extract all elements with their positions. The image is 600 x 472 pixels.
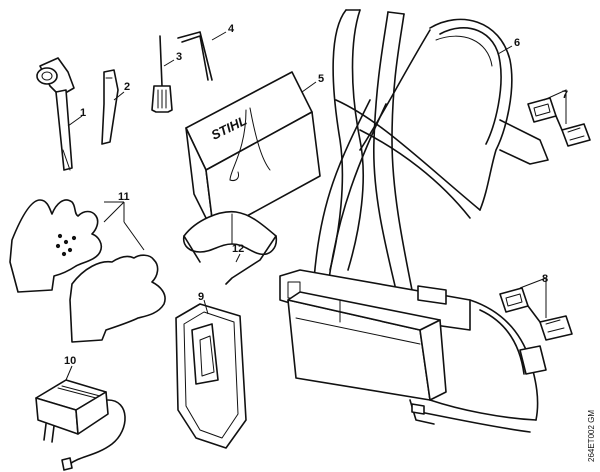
- leader-line-10: [65, 365, 73, 381]
- leader-line-11: [103, 201, 145, 251]
- gloves-part: [9, 199, 166, 343]
- callout-7: 7: [562, 89, 568, 101]
- tool-bag-part: STIHL: [185, 71, 321, 235]
- leader-line-7: [543, 89, 567, 124]
- screwdriver-part: [151, 35, 173, 113]
- callout-10: 10: [64, 355, 76, 367]
- leader-line-12: [235, 253, 241, 263]
- safety-glasses-part: [182, 211, 278, 285]
- callout-8: 8: [542, 273, 548, 285]
- callout-9: 9: [198, 291, 204, 303]
- callout-12: 12: [232, 243, 244, 255]
- leader-line-1: [67, 115, 83, 127]
- holster-part: [175, 303, 247, 449]
- offset-screwdriver-part: [101, 69, 119, 145]
- charger-part: [35, 379, 126, 471]
- harness-part: [279, 9, 549, 433]
- buckle-7-part: [527, 97, 591, 147]
- callout-2: 2: [124, 81, 130, 93]
- leader-line-4: [211, 31, 227, 41]
- callout-3: 3: [176, 51, 182, 63]
- callout-4: 4: [228, 23, 235, 35]
- hex-key-part: [177, 31, 213, 81]
- callout-6: 6: [514, 37, 520, 49]
- leader-line-3: [163, 59, 175, 67]
- leader-line-9: [203, 299, 209, 315]
- callout-11: 11: [118, 191, 130, 203]
- callout-1: 1: [80, 107, 86, 119]
- callout-5: 5: [318, 73, 324, 85]
- document-id: 264ET002 GM: [587, 410, 596, 462]
- buckle-8-part: [499, 287, 573, 341]
- leader-line-2: [113, 91, 125, 101]
- leader-line-5: [301, 81, 317, 93]
- leader-line-8: [519, 277, 547, 318]
- leader-line-6: [497, 45, 513, 55]
- combination-wrench-part: [36, 57, 75, 171]
